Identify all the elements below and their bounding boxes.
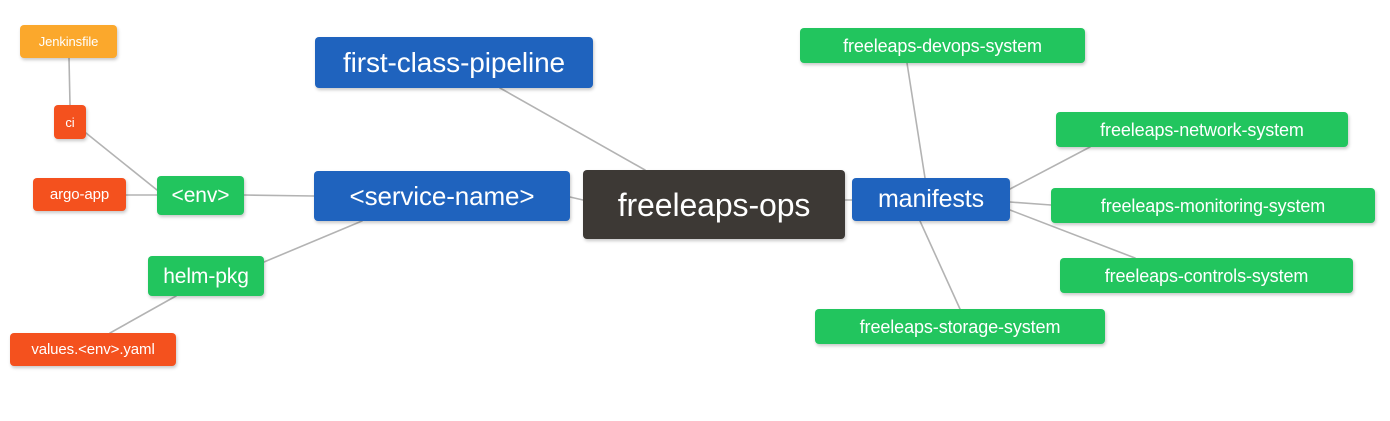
edge-jenkinsfile-to-ci <box>68 57 71 106</box>
node-label-service-name: <service-name> <box>349 181 535 211</box>
node-label-network-system: freeleaps-network-system <box>1100 119 1304 140</box>
edge-service-name-to-freeleaps-ops <box>569 196 584 201</box>
node-values-yaml[interactable]: values.<env>.yaml <box>10 333 176 366</box>
node-controls-system[interactable]: freeleaps-controls-system <box>1060 258 1353 293</box>
edge-manifests-to-devops-system <box>906 62 926 179</box>
edge-env-to-service-name <box>243 194 315 197</box>
node-service-name[interactable]: <service-name> <box>314 171 570 221</box>
node-freeleaps-ops[interactable]: freeleaps-ops <box>583 170 845 239</box>
node-manifests[interactable]: manifests <box>852 178 1010 221</box>
node-label-ci: ci <box>65 114 75 130</box>
node-ci[interactable]: ci <box>54 105 86 139</box>
node-label-manifests: manifests <box>877 185 985 213</box>
node-label-first-class-pipeline: first-class-pipeline <box>342 46 566 78</box>
node-label-values-yaml: values.<env>.yaml <box>31 341 155 358</box>
node-jenkinsfile[interactable]: Jenkinsfile <box>20 25 117 58</box>
node-label-freeleaps-ops: freeleaps-ops <box>617 186 811 223</box>
node-helm-pkg[interactable]: helm-pkg <box>148 256 264 296</box>
node-label-env: <env> <box>171 184 230 207</box>
node-first-class-pipeline[interactable]: first-class-pipeline <box>315 37 593 88</box>
node-label-monitoring-system: freeleaps-monitoring-system <box>1100 195 1326 216</box>
edge-helm-pkg-to-values-yaml <box>109 295 177 334</box>
edge-service-name-to-helm-pkg <box>263 220 363 263</box>
edge-manifests-to-network-system <box>1009 146 1091 190</box>
edge-manifests-to-monitoring-system <box>1009 201 1052 206</box>
node-label-helm-pkg: helm-pkg <box>163 264 249 288</box>
node-label-jenkinsfile: Jenkinsfile <box>38 34 99 49</box>
node-argo-app[interactable]: argo-app <box>33 178 126 211</box>
edge-first-class-pipeline-to-freeleaps-ops <box>499 87 646 171</box>
node-env[interactable]: <env> <box>157 176 244 215</box>
edge-manifests-to-storage-system <box>919 220 961 310</box>
node-label-argo-app: argo-app <box>49 186 110 203</box>
node-monitoring-system[interactable]: freeleaps-monitoring-system <box>1051 188 1375 223</box>
node-label-controls-system: freeleaps-controls-system <box>1104 265 1309 286</box>
node-label-devops-system: freeleaps-devops-system <box>843 35 1042 56</box>
node-network-system[interactable]: freeleaps-network-system <box>1056 112 1348 147</box>
node-storage-system[interactable]: freeleaps-storage-system <box>815 309 1105 344</box>
node-label-storage-system: freeleaps-storage-system <box>859 316 1061 337</box>
node-devops-system[interactable]: freeleaps-devops-system <box>800 28 1085 63</box>
